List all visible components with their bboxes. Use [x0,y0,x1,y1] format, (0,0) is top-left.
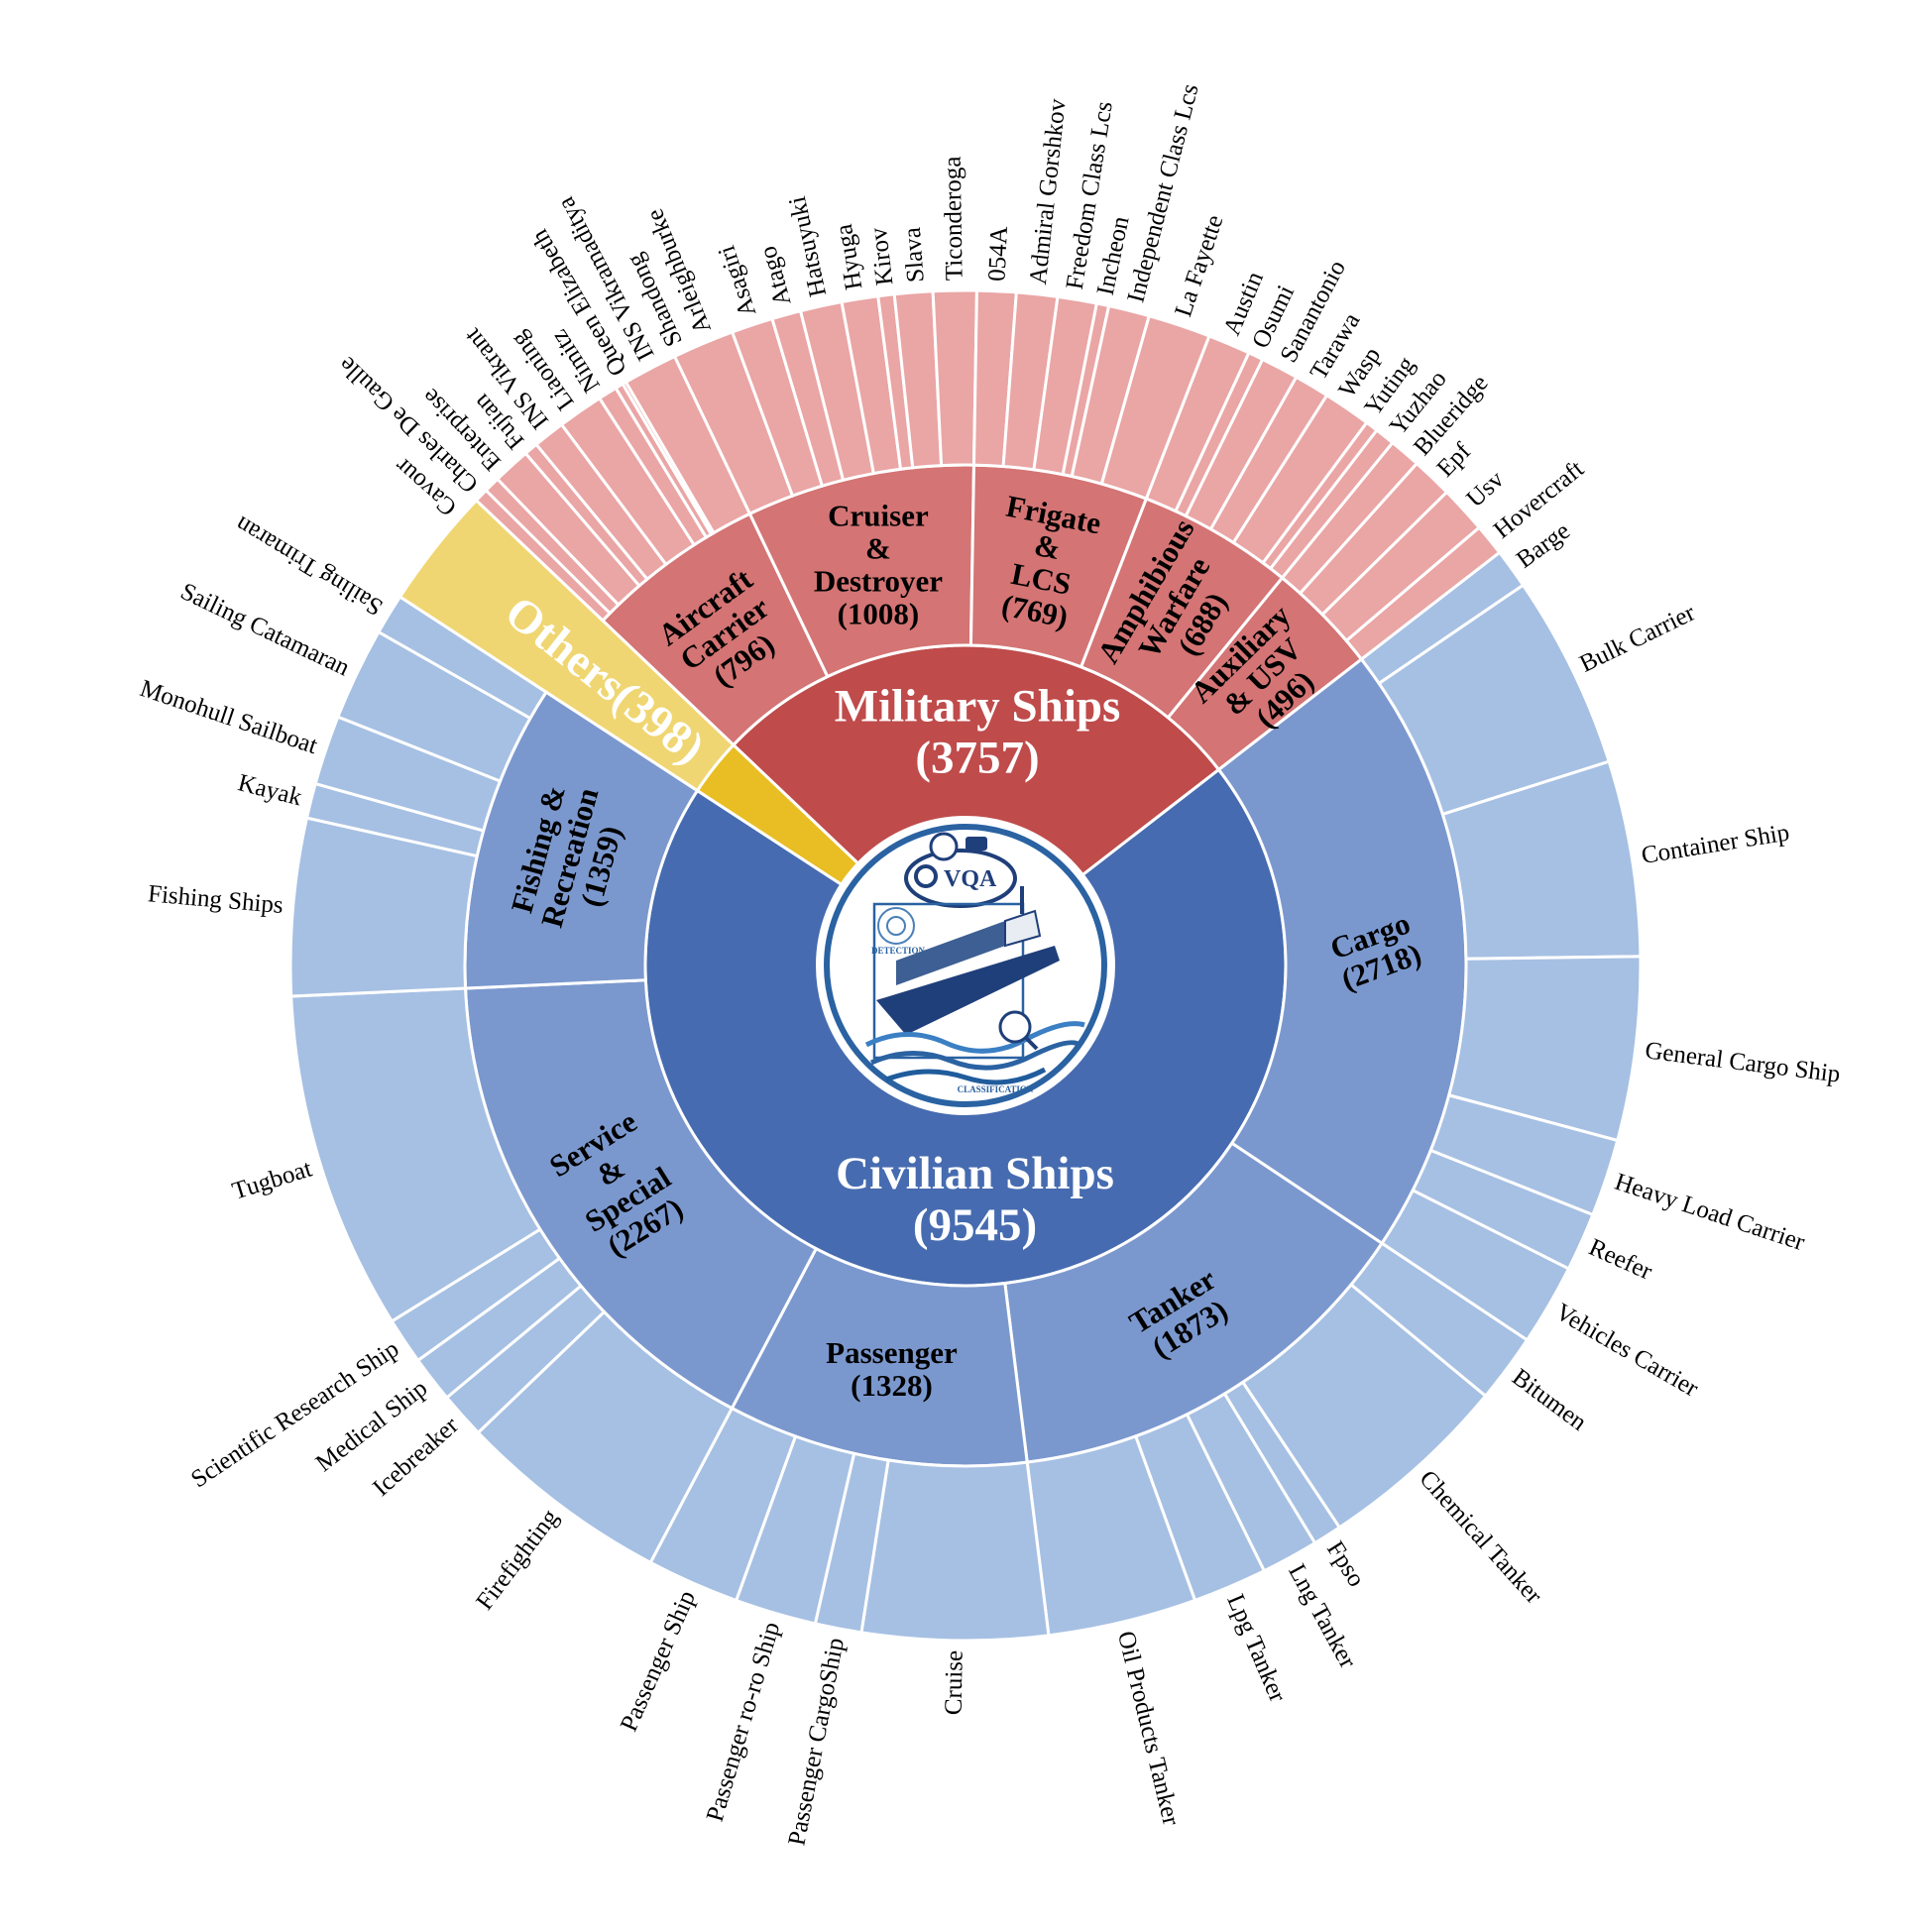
leaf-label-la-fayette: La Fayette [1170,212,1228,320]
label-cruiser-destroyer-line: & [865,530,891,565]
leaf-label-admiral-gorshkov: Admiral Gorshkov [1025,97,1072,285]
leaf-label-usv: Usv [1461,466,1509,512]
leaf-label-bitumen: Bitumen [1507,1364,1592,1436]
leaf-label-passenger-ship: Passenger Ship [616,1587,701,1736]
leaf-label-container-ship: Container Ship [1640,819,1791,869]
leaf-label-slava: Slava [899,226,930,283]
leaf-label-vehicles-carrier: Vehicles Carrier [1550,1299,1703,1403]
leaf-label-hovercraft: Hovercraft [1489,456,1589,544]
label-passenger-line: (1328) [851,1368,933,1403]
leaf-label-bulk-carrier: Bulk Carrier [1575,599,1699,678]
label-cruiser-destroyer-line: Destroyer [814,563,943,598]
leaf-label-heavy-load-carrier: Heavy Load Carrier [1612,1169,1809,1257]
leaf-label-asagiri: Asagiri [713,242,761,319]
center-logo: VQA DETECTION CLASSIFICATION [816,816,1115,1115]
leaf-label-ticonderoga: Ticonderoga [940,156,968,281]
segment-ticonderoga[interactable] [931,288,978,468]
leaf-label-fpso: Fpso [1321,1536,1370,1592]
logo-vqa-text: VQA [944,866,997,892]
logo-detection-text: DETECTION [871,946,926,956]
label-civilian-ships: Civilian Ships(9545) [836,1148,1114,1251]
leaf-label-054a: 054A [983,226,1013,283]
segment-sailing-trimaran[interactable] [376,595,549,721]
label-military-ships: Military Ships(3757) [835,680,1121,783]
leaf-label-kirov: Kirov [865,226,899,287]
leaf-label-tugboat: Tugboat [229,1156,315,1205]
leaf-label-hyuga: Hyuga [831,222,867,291]
leaf-label-chemical-tanker: Chemical Tanker [1414,1465,1547,1609]
segments-layer [288,288,1643,1643]
label-passenger-line: Passenger [826,1335,958,1370]
classification-magnifier-icon: CLASSIFICATION [958,1010,1039,1094]
ship-illustration-icon [864,886,1085,1085]
label-military-ships-line: (3757) [915,732,1039,783]
leaf-label-firefighting: Firefighting [471,1504,564,1615]
label-cruiser-destroyer-line: (1008) [838,596,920,630]
segment-cruise[interactable] [859,1458,1051,1643]
label-military-ships-line: Military Ships [835,680,1121,732]
label-cruiser-destroyer: Cruiser&Destroyer(1008) [814,498,943,630]
leaf-label-general-cargo-ship: General Cargo Ship [1644,1037,1842,1087]
label-cruiser-destroyer-line: Cruiser [828,498,929,532]
leaf-label-fishing-ships: Fishing Ships [147,880,284,919]
leaf-label-sailing-trimaran: Sailing Trimaran [230,511,388,621]
vqa-bubble-icon: VQA [904,832,1017,908]
label-civilian-ships-line: (9545) [913,1199,1037,1251]
leaf-label-lpg-tanker: Lpg Tanker [1221,1590,1291,1706]
leaf-label-passenger-cargoship: Passenger CargoShip [783,1636,850,1848]
label-civilian-ships-line: Civilian Ships [836,1148,1114,1199]
leaf-label-reefer: Reefer [1585,1234,1656,1286]
label-passenger: Passenger(1328) [826,1335,958,1403]
leaf-label-oil-products-tanker: Oil Products Tanker [1112,1629,1185,1829]
leaf-label-cruise: Cruise [941,1650,968,1716]
leaf-label-kayak: Kayak [235,769,304,811]
leaf-label-monohull-sailboat: Monohull Sailboat [137,675,321,759]
leaf-label-atago: Atago [754,243,796,308]
leaf-label-passenger-ro-ro-ship: Passenger ro-ro Ship [702,1619,786,1824]
logo-classification-text: CLASSIFICATION [958,1084,1034,1094]
